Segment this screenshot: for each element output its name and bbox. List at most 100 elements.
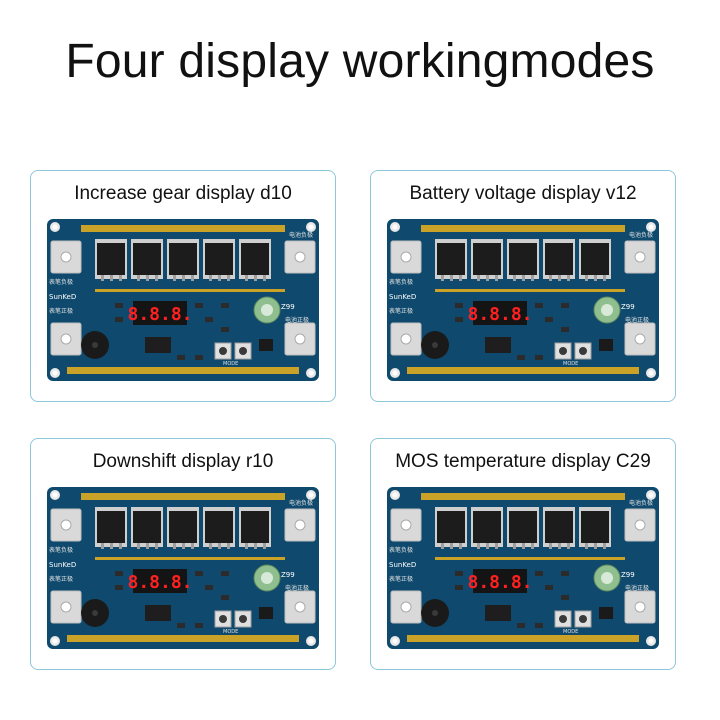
mosfet xyxy=(437,243,465,275)
mosfet-leg xyxy=(137,275,140,281)
mosfet-leg xyxy=(459,275,462,281)
capacitor-top xyxy=(601,572,613,584)
mosfet xyxy=(509,243,537,275)
smd-component xyxy=(561,327,569,332)
smd-component xyxy=(455,585,463,590)
label-probe-negative: 表笔负极 xyxy=(389,546,413,554)
label-probe-positive: 表笔正极 xyxy=(389,575,413,583)
smd-component xyxy=(535,623,543,628)
mosfet-leg xyxy=(254,543,257,549)
mounting-hole-center xyxy=(308,638,314,644)
seven-segment-display xyxy=(133,301,187,325)
mosfet-leg xyxy=(101,543,104,549)
mounting-hole-center xyxy=(648,492,654,498)
smd-component xyxy=(221,327,229,332)
mosfet-leg xyxy=(567,275,570,281)
mosfet-leg xyxy=(495,543,498,549)
smd-component xyxy=(195,623,203,628)
smd-component xyxy=(115,585,123,590)
buzzer-hole xyxy=(432,342,438,348)
copper-strip-bottom xyxy=(67,635,299,642)
copper-strip-bottom xyxy=(407,635,639,642)
mosfet xyxy=(473,243,501,275)
display-digits: 8.8.8. xyxy=(467,304,532,325)
mounting-hole-center xyxy=(392,638,398,644)
label-battery-negative: 电池负极 xyxy=(629,499,653,507)
mosfet-leg xyxy=(441,275,444,281)
copper-strip-mid xyxy=(95,289,285,292)
mounting-hole-center xyxy=(52,638,58,644)
copper-strip-mid xyxy=(95,557,285,560)
chip xyxy=(145,337,171,353)
mosfet xyxy=(133,243,161,275)
mosfet-leg xyxy=(227,543,230,549)
smd-component xyxy=(221,303,229,308)
mosfet-leg xyxy=(245,543,248,549)
capacitor-top xyxy=(601,304,613,316)
mosfet-leg xyxy=(110,275,113,281)
mosfet-leg xyxy=(119,275,122,281)
mosfet-leg xyxy=(101,275,104,281)
mosfet-leg xyxy=(245,275,248,281)
label-battery-negative: 电池负极 xyxy=(289,231,313,239)
connector xyxy=(599,607,613,619)
mounting-hole-center xyxy=(648,638,654,644)
mosfet xyxy=(545,511,573,543)
mosfet-leg xyxy=(450,543,453,549)
display-digits: 8.8.8. xyxy=(127,304,192,325)
label-battery-positive: 电池正极 xyxy=(285,316,309,324)
label-probe-positive: 表笔正极 xyxy=(49,575,73,583)
smd-component xyxy=(115,317,123,322)
display-digits: 8.8.8. xyxy=(127,572,192,593)
mosfet-leg xyxy=(227,275,230,281)
smd-component xyxy=(545,317,553,322)
smd-component xyxy=(115,303,123,308)
label-probe-positive: 表笔正极 xyxy=(389,307,413,315)
buzzer-hole xyxy=(92,342,98,348)
smd-component xyxy=(535,571,543,576)
label-brand: SunKeD xyxy=(49,293,76,301)
mosfet-leg xyxy=(513,543,516,549)
mosfet-leg xyxy=(513,275,516,281)
smd-component xyxy=(545,585,553,590)
mounting-hole-center xyxy=(392,492,398,498)
copper-strip-top xyxy=(81,493,285,500)
connector xyxy=(259,607,273,619)
smd-component xyxy=(517,623,525,628)
mosfet-leg xyxy=(182,543,185,549)
smd-component xyxy=(561,571,569,576)
mosfet-leg xyxy=(603,543,606,549)
mosfet-leg xyxy=(531,543,534,549)
mounting-hole-center xyxy=(52,492,58,498)
chip xyxy=(485,337,511,353)
mosfet-leg xyxy=(549,275,552,281)
mosfet xyxy=(241,243,269,275)
smd-component xyxy=(561,595,569,600)
smd-component xyxy=(177,623,185,628)
label-mode: MODE xyxy=(563,629,578,635)
copper-strip-top xyxy=(81,225,285,232)
weld-pad-hole xyxy=(634,251,646,263)
card-label: Battery voltage display v12 xyxy=(409,183,637,204)
weld-pad-hole xyxy=(60,251,72,263)
mosfet-leg xyxy=(477,543,480,549)
mosfet xyxy=(205,511,233,543)
seven-segment-display xyxy=(473,569,527,593)
mosfet-leg xyxy=(495,275,498,281)
mounting-hole-center xyxy=(392,370,398,376)
page-title: Four display workingmodes xyxy=(65,35,655,88)
mosfet xyxy=(581,243,609,275)
smd-component xyxy=(535,355,543,360)
label-probe-negative: 表笔负极 xyxy=(49,278,73,286)
copper-strip-top xyxy=(421,225,625,232)
tactile-button-cap xyxy=(219,347,227,355)
display-digits: 8.8.8. xyxy=(467,572,532,593)
label-battery-positive: 电池正极 xyxy=(285,584,309,592)
mosfet-leg xyxy=(522,275,525,281)
mosfet xyxy=(545,243,573,275)
mosfet-leg xyxy=(486,275,489,281)
